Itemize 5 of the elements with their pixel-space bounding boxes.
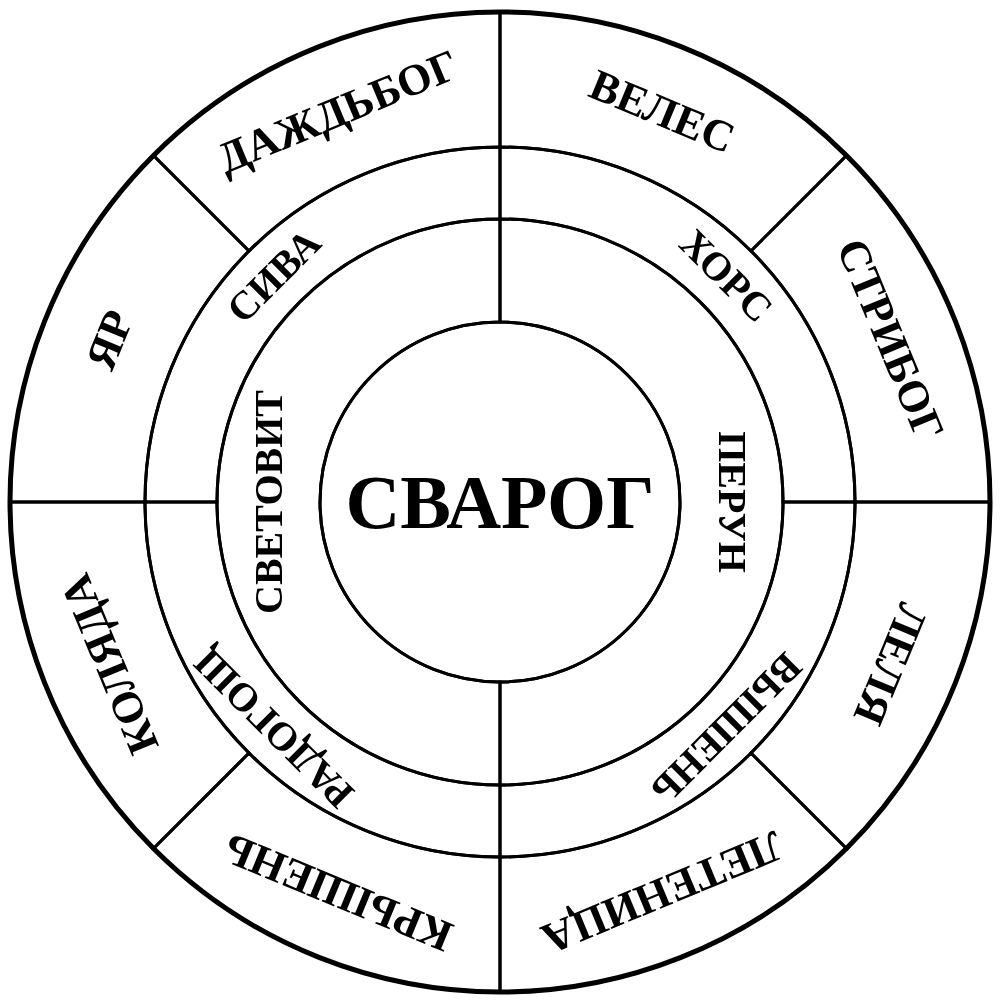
segment-label: ПЕРУН	[711, 431, 752, 573]
segment-label: ЯР	[78, 304, 142, 376]
segment-label: СВЕТОВИТ	[248, 390, 289, 614]
segment-label: ЛЕЛЯ	[845, 597, 935, 731]
center-label: СВАРОГ	[345, 464, 655, 540]
